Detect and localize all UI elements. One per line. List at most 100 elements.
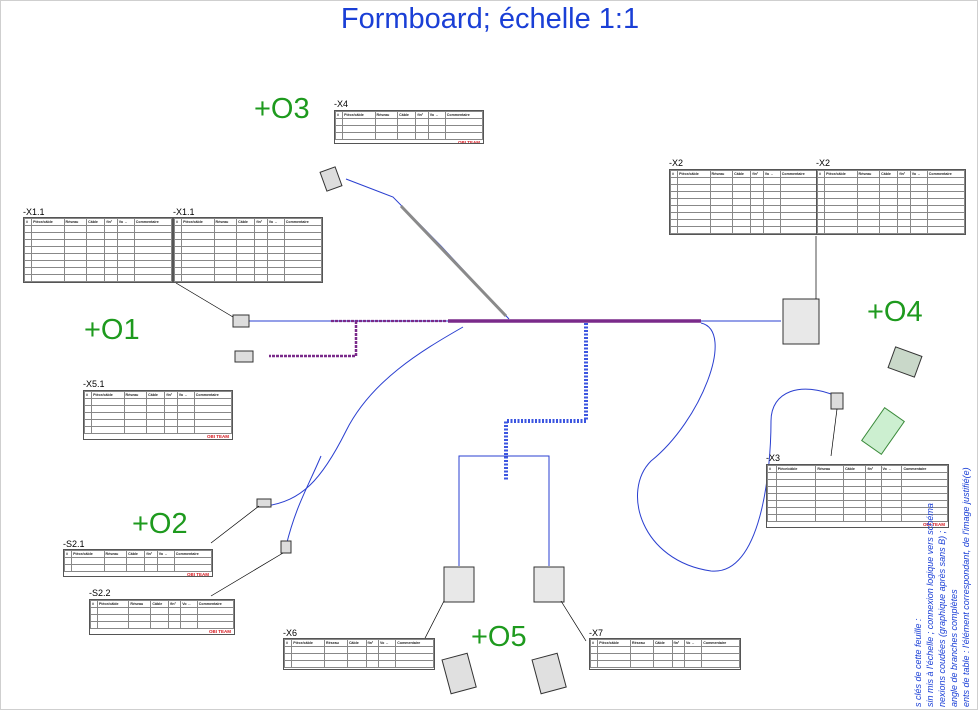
table-cell xyxy=(397,125,417,133)
table-cell xyxy=(283,246,322,254)
table-cell xyxy=(86,274,106,282)
table-cell xyxy=(677,198,711,206)
x6-connector[interactable] xyxy=(443,566,475,603)
table-row xyxy=(90,607,234,615)
table-row xyxy=(24,225,172,233)
table-cell xyxy=(84,405,93,413)
connector-title-x4: -X4 xyxy=(334,99,349,109)
table-cell xyxy=(24,232,33,240)
table-cell xyxy=(156,564,175,572)
table-footer: OBI TEAM xyxy=(284,668,434,669)
table-header-cell: Commentaire xyxy=(444,111,483,119)
table-header-cell: Câble xyxy=(86,218,106,226)
table-cell xyxy=(671,660,686,668)
table-cell xyxy=(346,646,367,654)
o5-branch[interactable] xyxy=(504,323,588,481)
leader-s21 xyxy=(210,505,260,544)
x2-connector[interactable] xyxy=(782,298,820,345)
table-cell xyxy=(779,177,818,185)
table-cell xyxy=(750,205,764,213)
table-cell xyxy=(762,205,781,213)
x6-x7-split[interactable] xyxy=(458,455,550,566)
table-cell xyxy=(266,260,285,268)
table-row xyxy=(817,184,965,192)
table-cell xyxy=(750,184,764,192)
table-cell xyxy=(671,646,686,654)
x7-connector[interactable] xyxy=(533,566,565,603)
table-header-cell: Pièce/câble xyxy=(96,600,130,608)
table-cell xyxy=(116,232,135,240)
table-row xyxy=(767,479,948,487)
table-cell xyxy=(335,132,344,140)
table-cell xyxy=(176,426,195,434)
s22-branch[interactable] xyxy=(285,455,322,547)
table-cell xyxy=(677,184,711,192)
table-cell xyxy=(815,472,845,480)
x4-branch-sleeve[interactable] xyxy=(399,204,508,318)
table-cell xyxy=(732,212,752,220)
s21-switch[interactable] xyxy=(256,498,272,508)
table-cell xyxy=(342,125,376,133)
table-row xyxy=(767,486,948,494)
table-cell xyxy=(133,232,172,240)
brand-logo: OBI TEAM xyxy=(940,234,962,235)
table-cell xyxy=(266,225,285,233)
table-cell xyxy=(779,219,818,227)
x3-loop[interactable] xyxy=(637,322,837,572)
table-cell xyxy=(815,493,845,501)
table-row xyxy=(767,493,948,501)
zone-label-o3: +O3 xyxy=(254,93,310,125)
s2-branch[interactable] xyxy=(265,326,464,507)
table-row xyxy=(670,212,818,220)
table-cell xyxy=(150,607,170,615)
x11-connector[interactable] xyxy=(232,314,250,328)
table-row xyxy=(24,246,172,254)
table-cell xyxy=(590,646,599,654)
table-cell xyxy=(677,191,711,199)
x51-connector[interactable] xyxy=(234,350,254,363)
table-cell xyxy=(150,614,170,622)
table-row xyxy=(670,177,818,185)
table-cell xyxy=(427,118,446,126)
table-cell xyxy=(31,246,65,254)
table-cell xyxy=(762,177,781,185)
table-cell xyxy=(597,653,632,661)
x4-connector[interactable] xyxy=(319,166,343,192)
table-cell xyxy=(236,260,256,268)
table-cell xyxy=(254,253,268,261)
table-cell xyxy=(880,500,903,508)
table-cell xyxy=(346,653,367,661)
x3-connector[interactable] xyxy=(830,392,844,410)
table-cell xyxy=(670,226,679,234)
table-cell xyxy=(815,514,845,522)
table-cell xyxy=(266,232,285,240)
connector-title-s21: -S2.1 xyxy=(63,539,85,549)
table-cell xyxy=(123,405,148,413)
table-cell xyxy=(750,219,764,227)
table-header-cell: Vo ↔ xyxy=(909,170,928,178)
table-cell xyxy=(181,246,215,254)
table-cell xyxy=(897,205,911,213)
table-cell xyxy=(843,479,867,487)
x51-branch[interactable] xyxy=(269,321,358,358)
table-cell xyxy=(701,646,740,654)
s22-switch[interactable] xyxy=(280,540,292,554)
table-cell xyxy=(176,405,195,413)
table-cell xyxy=(701,653,740,661)
table-cell xyxy=(926,212,965,220)
x4-branch[interactable] xyxy=(345,178,510,320)
table-cell xyxy=(181,225,215,233)
